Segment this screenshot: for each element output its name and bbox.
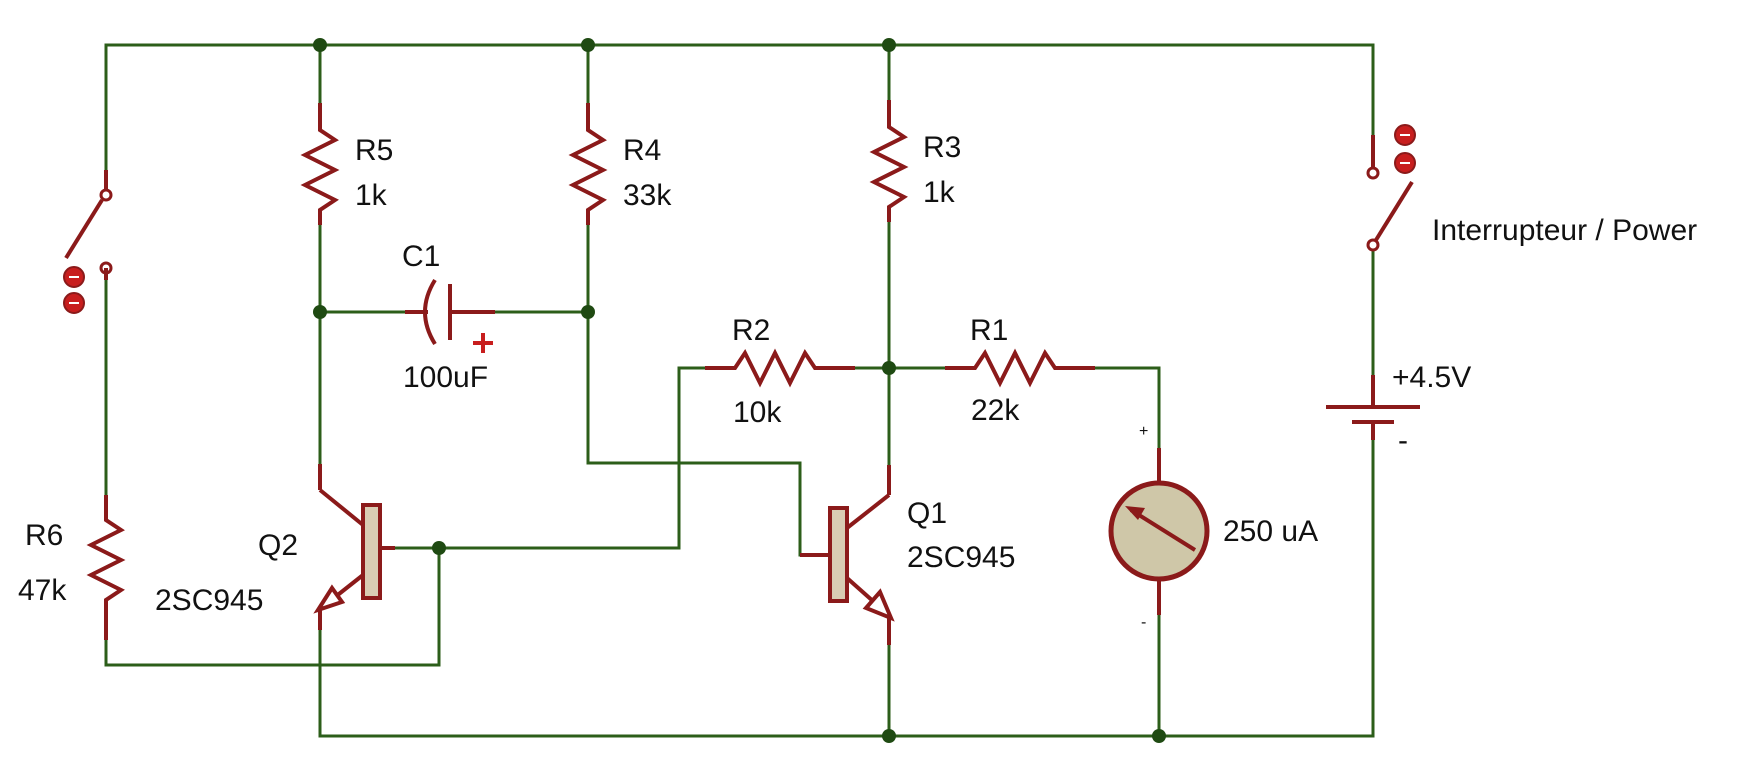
power-switch-blade	[1374, 180, 1414, 242]
left-switch-marker-icon	[63, 266, 85, 314]
resistor-r2-body	[705, 348, 855, 388]
transistor-q2: Q2 2SC945	[155, 464, 395, 630]
resistor-r6-body	[86, 495, 126, 640]
power-switch-label: Interrupteur / Power	[1432, 214, 1697, 247]
battery-voltage: +4.5V	[1392, 361, 1471, 394]
left-switch-blade	[64, 198, 104, 260]
power-switch: Interrupteur / Power	[1366, 124, 1697, 252]
capacitor-c1-value: 100uF	[403, 361, 488, 394]
left-switch-pin	[99, 188, 113, 202]
ammeter-dial	[1108, 480, 1210, 582]
junction-dot	[313, 305, 327, 319]
resistor-r2-ref: R2	[732, 314, 770, 347]
resistor-r3-value: 1k	[923, 176, 956, 209]
wires	[104, 43, 1375, 738]
resistor-r5-value: 1k	[355, 179, 388, 212]
resistor-r4-ref: R4	[623, 134, 661, 167]
resistor-r1: R1 22k	[945, 314, 1095, 427]
resistor-r5: R5 1k	[300, 103, 393, 225]
resistor-r4-body	[568, 103, 608, 225]
ammeter-needle	[1129, 508, 1197, 552]
transistor-q1-ref: Q1	[907, 497, 947, 530]
junction-dot	[313, 38, 327, 52]
junction-dot	[882, 361, 896, 375]
transistor-q2-part: 2SC945	[155, 584, 263, 617]
transistor-q1-emitter-arrow	[862, 588, 895, 622]
resistor-r1-value: 22k	[971, 394, 1020, 427]
resistor-r5-body	[300, 103, 340, 225]
resistor-r1-body	[945, 348, 1095, 388]
battery: +4.5V -	[1326, 361, 1471, 457]
resistor-r2: R2 10k	[705, 314, 855, 429]
junction-dot	[432, 541, 446, 555]
resistor-r5-ref: R5	[355, 134, 393, 167]
transistor-q1-collector-diag	[845, 493, 891, 530]
transistor-q1-part: 2SC945	[907, 541, 1015, 574]
junction-dot	[882, 38, 896, 52]
power-switch-pin	[1366, 238, 1380, 252]
transistor-q1-base-bar	[828, 506, 849, 603]
transistor-q1: Q1 2SC945	[800, 465, 1015, 645]
junction-dot	[882, 729, 896, 743]
resistor-r6-ref: R6	[25, 519, 63, 552]
capacitor-c1-curved-plate	[423, 278, 437, 346]
transistor-q2-ref: Q2	[258, 529, 298, 562]
resistor-r4: R4 33k	[568, 103, 672, 225]
ammeter-value: 250 uA	[1223, 515, 1318, 548]
transistor-q2-base-bar	[361, 503, 382, 600]
resistor-r1-ref: R1	[970, 314, 1008, 347]
ammeter-minus-label: -	[1141, 614, 1146, 631]
transistor-q2-collector-diag	[318, 488, 365, 527]
capacitor-c1: C1 100uF	[402, 240, 495, 394]
resistor-r6: R6 47k	[18, 495, 126, 640]
resistor-r6-value: 47k	[18, 574, 67, 607]
power-switch-marker-icon	[1394, 124, 1416, 174]
ammeter-needle-tip-icon	[1125, 506, 1145, 520]
junction-dot	[581, 38, 595, 52]
junction-dot	[1152, 729, 1166, 743]
capacitor-c1-plus-icon	[473, 333, 493, 353]
ammeter-plus-label: +	[1139, 423, 1148, 440]
power-switch-pin	[1366, 166, 1380, 180]
resistor-r3: R3 1k	[869, 100, 961, 222]
junction-dot	[581, 305, 595, 319]
transistor-q2-emitter-arrow	[313, 584, 346, 614]
resistor-r2-value: 10k	[733, 396, 782, 429]
ammeter: 250 uA + -	[1108, 423, 1318, 631]
resistor-r3-ref: R3	[923, 131, 961, 164]
resistor-r3-body	[869, 100, 909, 222]
junctions	[313, 38, 1166, 743]
left-switch	[63, 170, 113, 314]
battery-minus-label: -	[1398, 424, 1408, 457]
resistor-r4-value: 33k	[623, 179, 672, 212]
capacitor-c1-ref: C1	[402, 240, 440, 273]
